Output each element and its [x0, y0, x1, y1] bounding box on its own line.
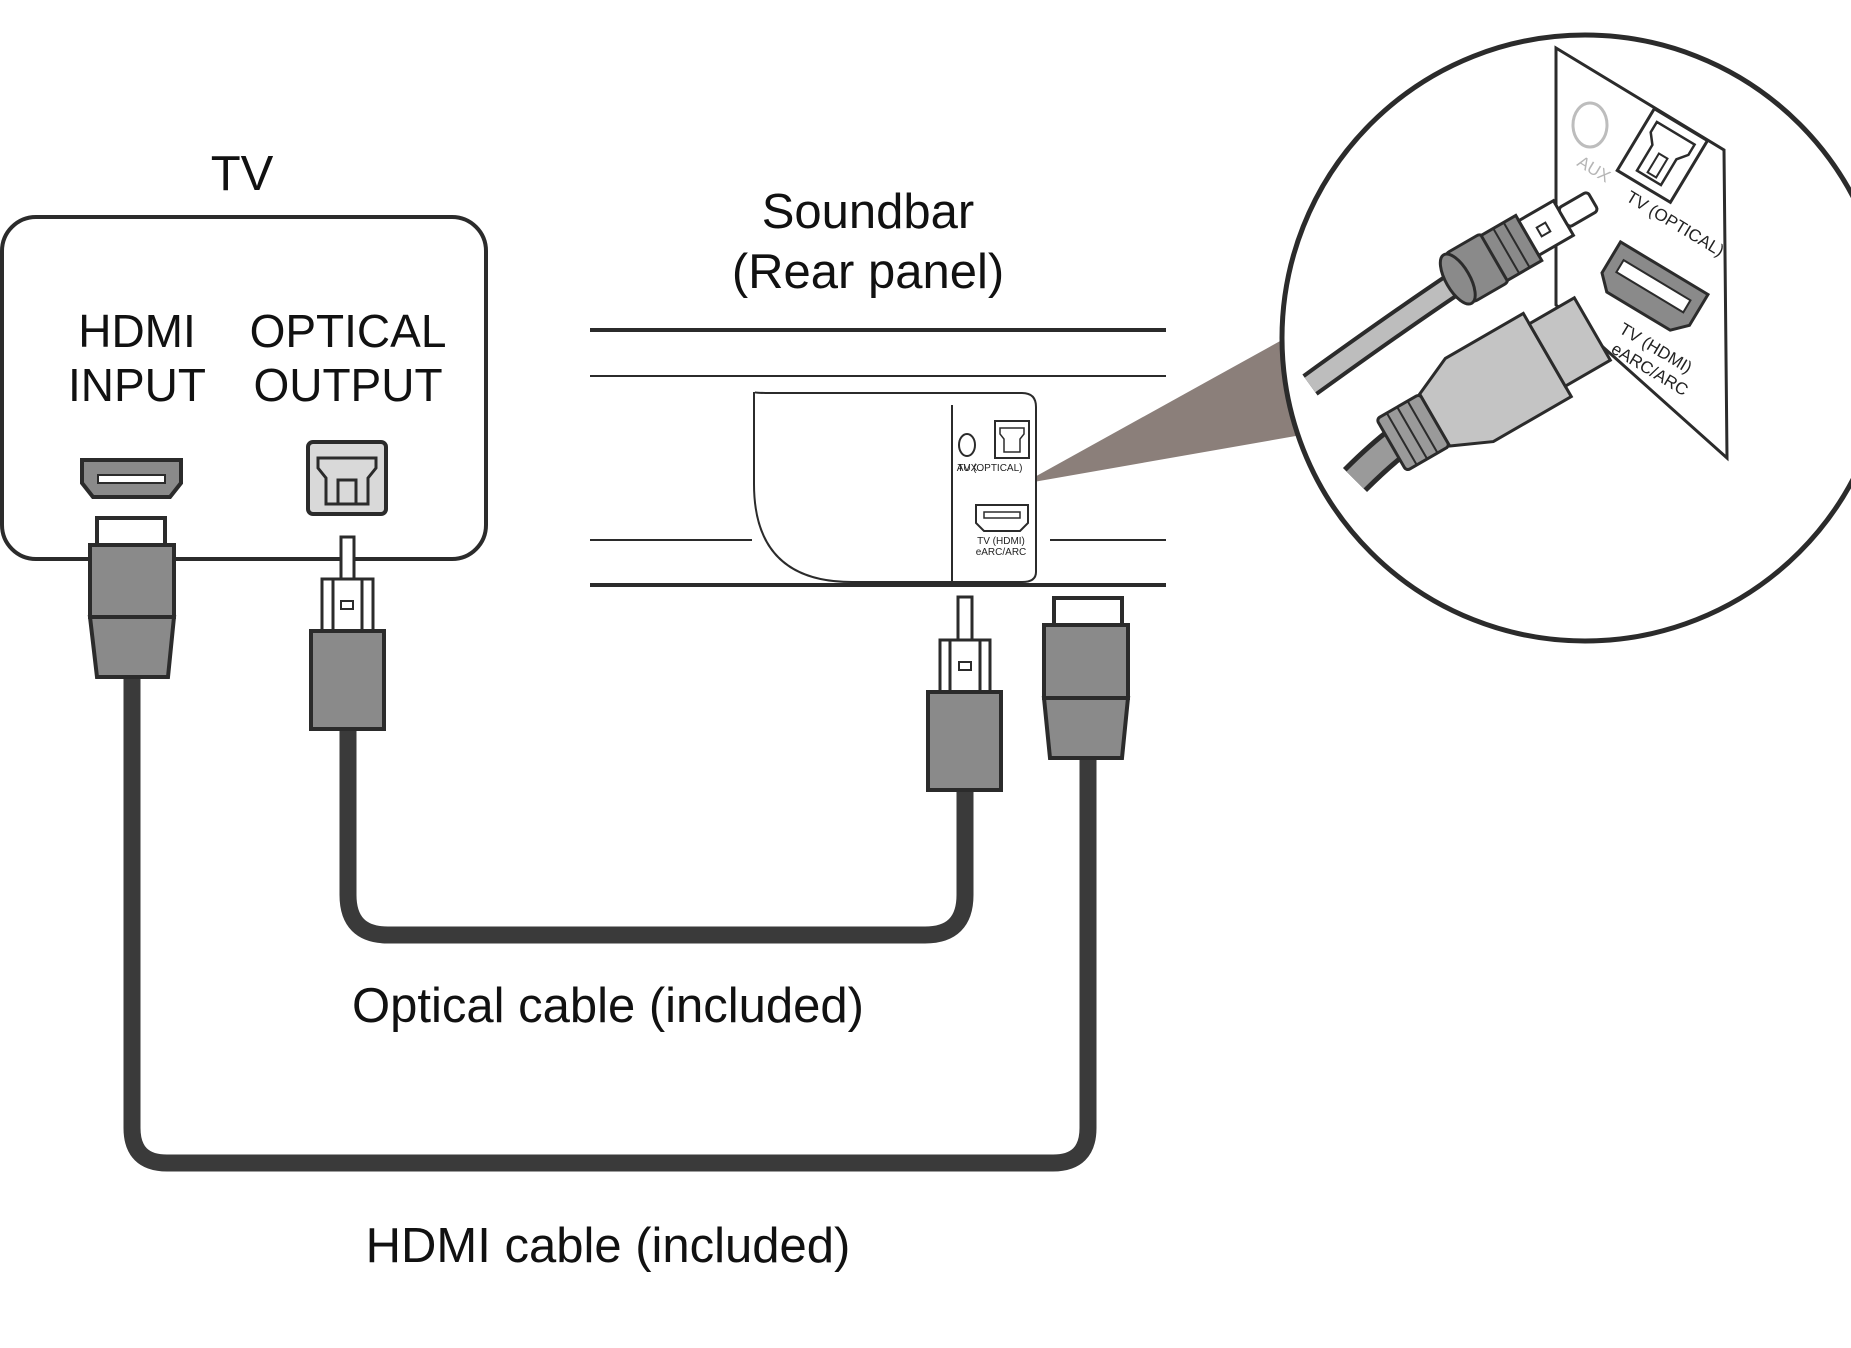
zoom-optical-plug [1438, 191, 1599, 306]
tv-hdmi-label-line2: INPUT [68, 359, 206, 411]
soundbar-panel: Soundbar (Rear panel) AUX TV (OPTICAL) T… [590, 185, 1166, 587]
soundbar-title-line2: (Rear panel) [732, 245, 1004, 299]
tv-hdmi-port [80, 458, 183, 499]
soundbar-hdmi-port [975, 504, 1029, 532]
optical-cable [339, 724, 974, 944]
tv-optical-label-line2: OUTPUT [253, 359, 442, 411]
soundbar-hdmi-label-line1: TV (HDMI) [977, 536, 1025, 547]
zoom-hdmi-plug [1376, 295, 1613, 472]
tv-hdmi-plug [87, 516, 177, 679]
tv-optical-label-line1: OPTICAL [250, 305, 447, 357]
zoom-detail: AUX TV (OPTICAL) TV (HDMI) eARC/ARC [1279, 32, 1851, 644]
optical-cable-label: Optical cable (included) [352, 979, 864, 1033]
tv-optical-plug [309, 535, 386, 731]
tv-panel: TV HDMI INPUT OPTICAL OUTPUT [0, 147, 488, 561]
soundbar-aux-port [958, 433, 976, 457]
soundbar-optical-port [994, 420, 1030, 459]
zoom-callout-wedge [1022, 330, 1330, 484]
soundbar-aux-label: AUX [957, 463, 978, 474]
zoom-optical-port [1615, 106, 1710, 205]
zoom-hdmi-port [1600, 239, 1711, 332]
hdmi-cable-label: HDMI cable (included) [366, 1219, 851, 1273]
zoom-aux-port [1571, 101, 1609, 149]
soundbar-hdmi-label-line2: eARC/ARC [976, 547, 1027, 558]
tv-optical-port [306, 440, 388, 516]
tv-title: TV [211, 147, 274, 201]
soundbar-optical-plug [926, 595, 1003, 792]
soundbar-hdmi-plug [1041, 596, 1131, 760]
hdmi-cable [123, 670, 1097, 1172]
tv-hdmi-label-line1: HDMI [78, 305, 196, 357]
soundbar-title-line1: Soundbar [762, 185, 975, 239]
zoom-circle-border [1279, 32, 1851, 644]
soundbar-optical-label: TV (OPTICAL) [957, 463, 1022, 474]
